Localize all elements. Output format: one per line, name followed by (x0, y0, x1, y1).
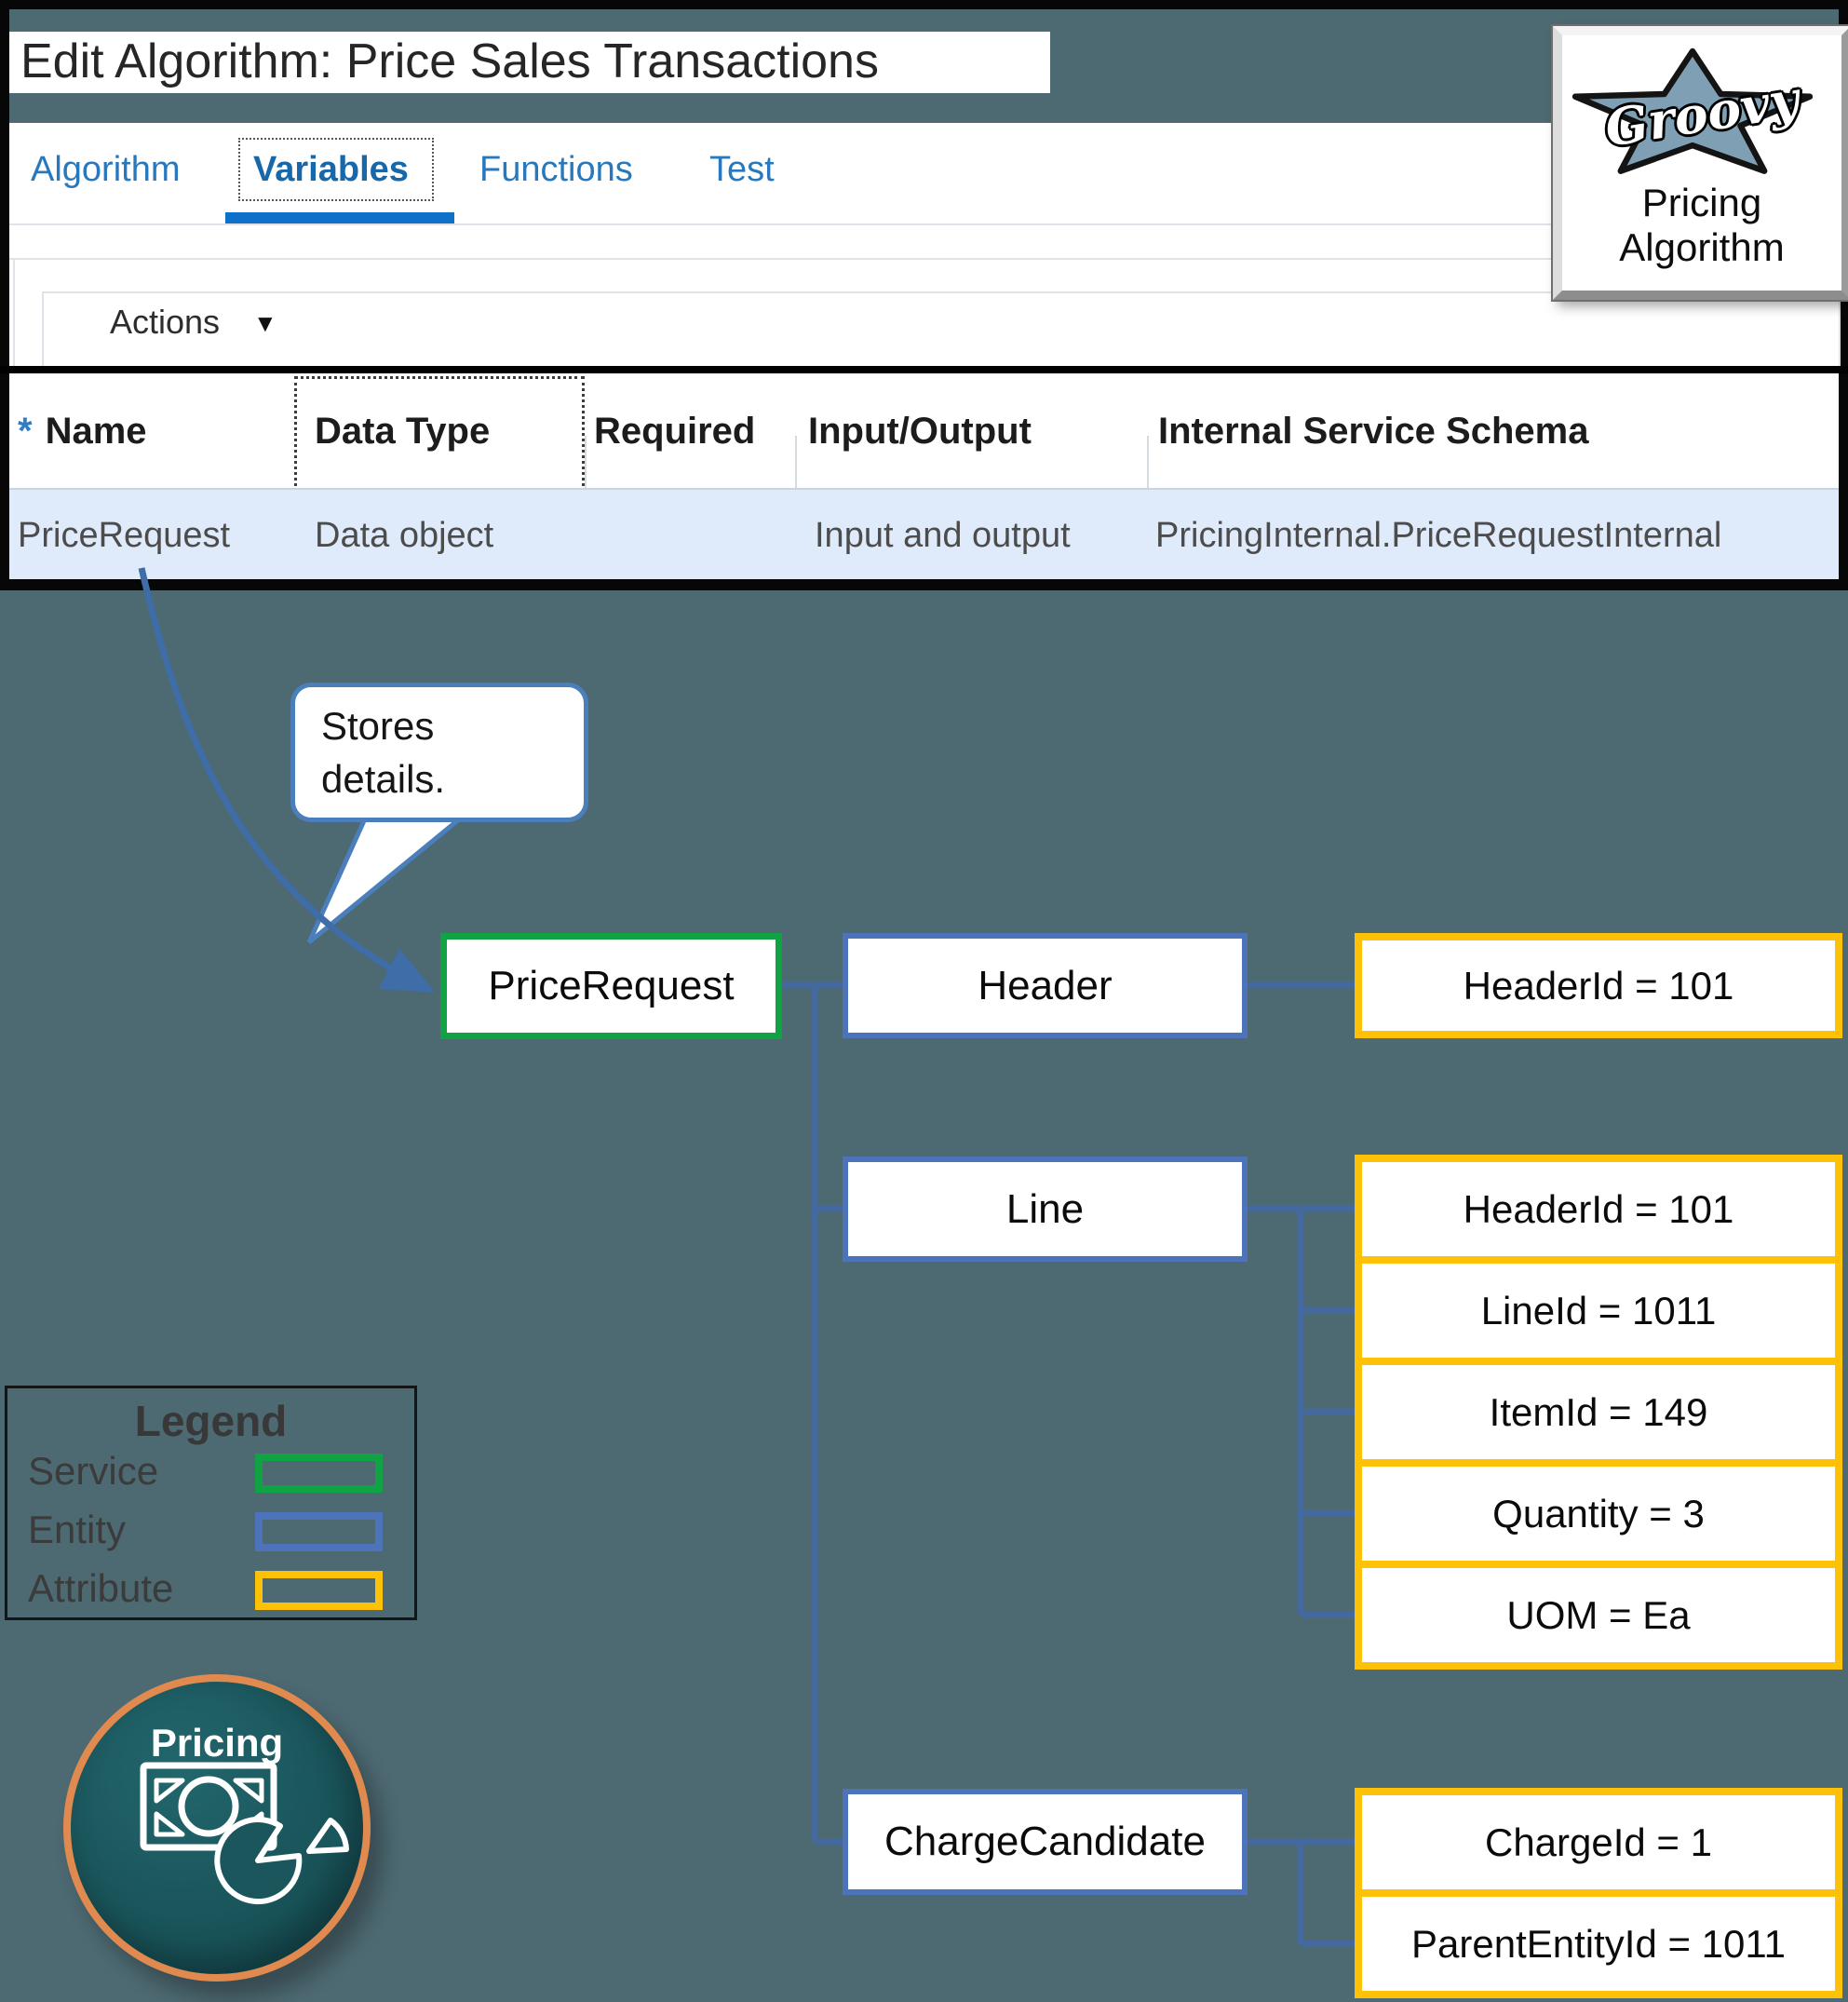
callout-line2: details. (321, 757, 446, 801)
toolbar-panel (42, 291, 1841, 368)
money-pie-icon (140, 1762, 349, 1905)
tab-variables[interactable]: Variables (253, 150, 409, 189)
callout-line1: Stores (321, 704, 435, 748)
callout-tail (306, 804, 481, 944)
app-window: Edit Algorithm: Price Sales Transactions… (0, 9, 1848, 1028)
column-header-input-output: Input/Output (808, 411, 1032, 452)
column-separator (795, 436, 797, 488)
callout-bubble: Stores details. (290, 683, 588, 822)
column-separator (585, 436, 587, 488)
groovy-star-icon (1571, 47, 1814, 174)
badge-caption-line2: Algorithm (1619, 225, 1785, 269)
page-title: Edit Algorithm: Price Sales Transactions (20, 34, 879, 88)
tab-focus-outline (238, 138, 434, 201)
required-asterisk: * (18, 411, 33, 452)
legend-title: Legend (134, 1397, 288, 1445)
legend-swatch-service (255, 1454, 383, 1493)
service-node-pricerequest: PriceRequest (440, 933, 782, 1039)
legend-label-entity: Entity (28, 1508, 127, 1551)
entity-node-header: Header (843, 933, 1248, 1038)
attribute-node-chargeid: ChargeId = 1 (1355, 1788, 1842, 1897)
attribute-node-uom: UOM = Ea (1355, 1561, 1842, 1670)
column-header-schema: Internal Service Schema (1158, 411, 1589, 452)
badge-caption: Pricing Algorithm (1562, 181, 1841, 270)
actions-menu-button[interactable]: Actions (110, 303, 221, 341)
cell-name: PriceRequest (18, 516, 231, 555)
tab-functions[interactable]: Functions (479, 150, 633, 189)
header-row-divider (9, 488, 1839, 490)
legend-label-attribute: Attribute (28, 1566, 174, 1610)
cell-schema: PricingInternal.PriceRequestInternal (1155, 516, 1722, 555)
tab-test[interactable]: Test (709, 150, 775, 189)
column-header-data-type: Data Type (315, 411, 491, 452)
attribute-node-quantity: Quantity = 3 (1355, 1459, 1842, 1568)
cell-input-output: Input and output (815, 516, 1071, 555)
panel-left-border (13, 258, 15, 366)
table-row[interactable]: PriceRequest Data object ✓ Input and out… (9, 490, 1839, 1028)
attribute-node-line-headerid: HeaderId = 101 (1355, 1155, 1842, 1264)
entity-node-line: Line (843, 1157, 1248, 1262)
groovy-badge: Groovy Pricing Algorithm (1551, 24, 1848, 302)
active-tab-underline (225, 212, 454, 225)
legend-swatch-attribute (255, 1571, 383, 1610)
table-top-rule (0, 366, 1848, 373)
attribute-node-headerid: HeaderId = 101 (1355, 933, 1842, 1038)
legend-label-service: Service (28, 1449, 159, 1493)
pricing-sticker-label: Pricing (150, 1721, 284, 1765)
attribute-node-itemid: ItemId = 149 (1355, 1358, 1842, 1467)
panel-top-divider (9, 258, 1839, 260)
column-separator (1147, 436, 1149, 488)
page-title-strip: Edit Algorithm: Price Sales Transactions (9, 32, 1050, 93)
dropdown-caret-icon[interactable]: ▼ (253, 309, 277, 337)
app-screenshot-panel: Edit Algorithm: Price Sales Transactions… (0, 0, 1848, 1028)
pricing-sticker: Pricing (63, 1674, 371, 1982)
column-header-name: *Name (18, 411, 147, 452)
column-header-required: Required (594, 411, 756, 452)
legend-swatch-entity (255, 1512, 383, 1551)
entity-node-chargecandidate: ChargeCandidate (843, 1789, 1248, 1895)
tabbar-divider (9, 223, 1839, 225)
cell-data-type: Data object (315, 516, 494, 555)
attribute-node-lineid: LineId = 1011 (1355, 1256, 1842, 1365)
legend: Legend Service Entity Attribute (5, 1386, 417, 1620)
tab-algorithm[interactable]: Algorithm (31, 150, 181, 189)
attribute-node-parententityid: ParentEntityId = 1011 (1355, 1889, 1842, 1998)
badge-caption-line1: Pricing (1641, 181, 1762, 224)
